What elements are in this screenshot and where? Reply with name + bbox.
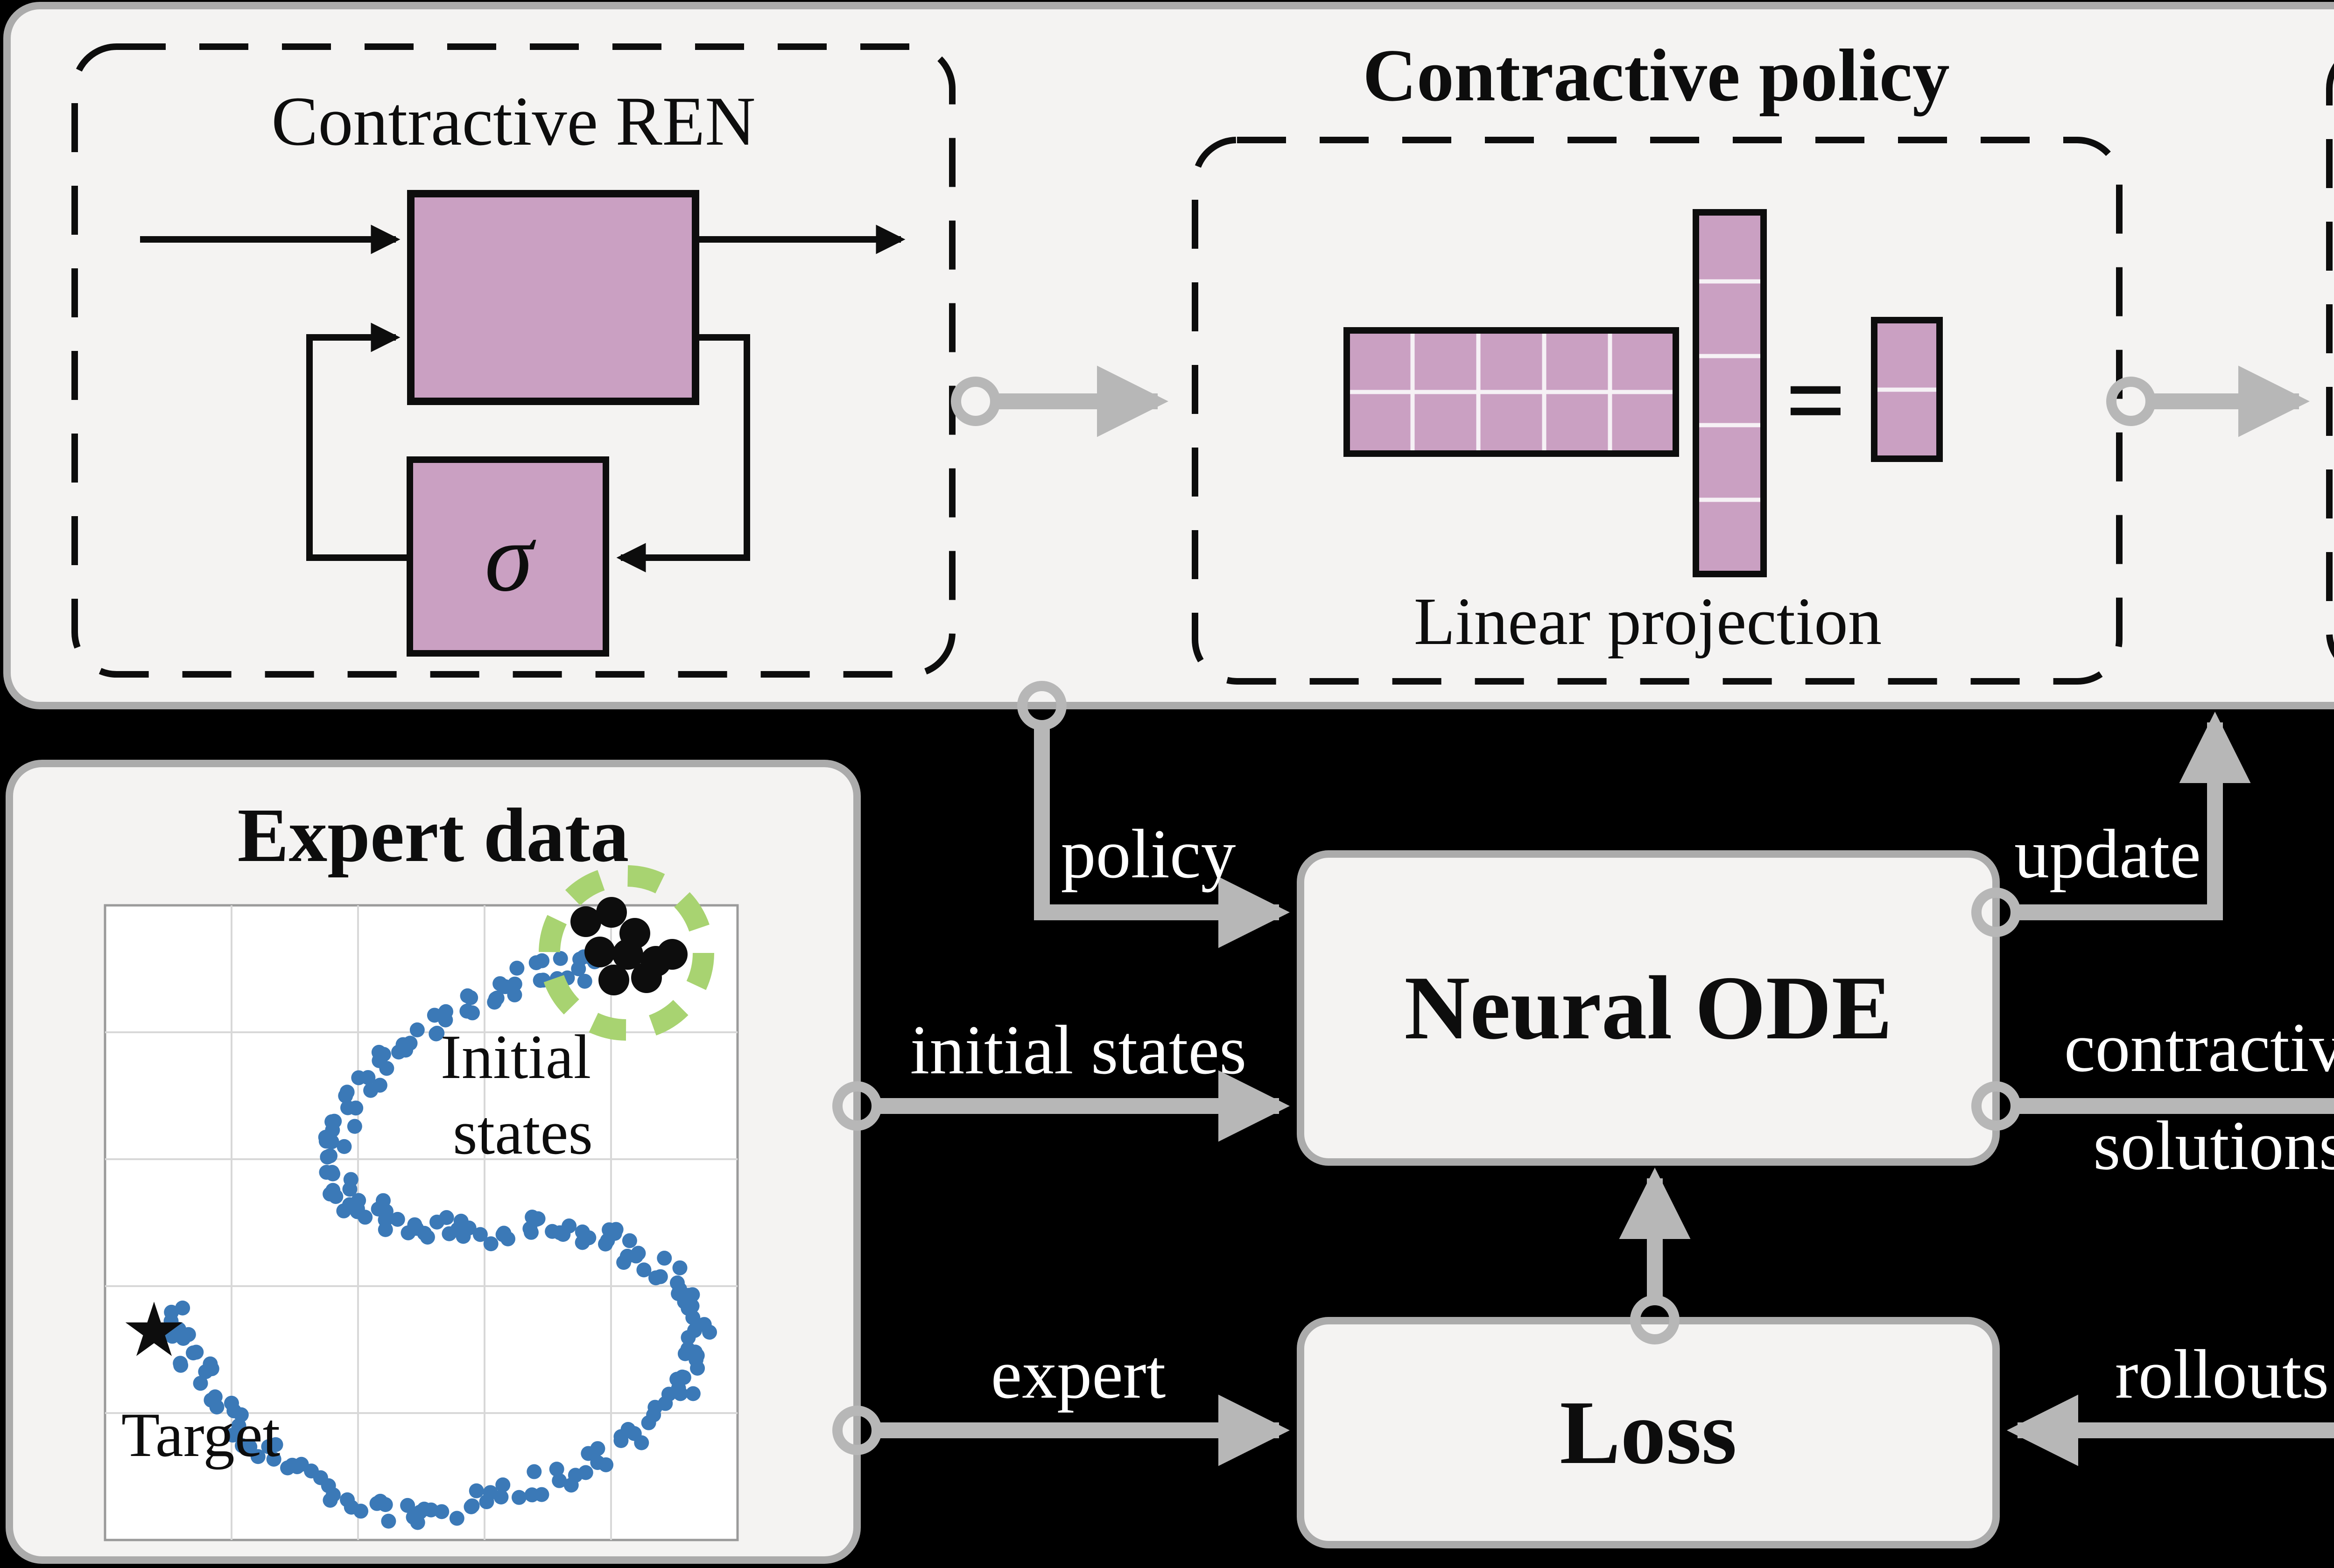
linear-projection-block: = Linear projection — [1192, 137, 2123, 685]
contractive-edge-label-line2: solutions — [2093, 1107, 2334, 1184]
neural-ode-label: Neural ODE — [1404, 958, 1892, 1058]
edge-initial-states: initial states — [832, 1011, 1290, 1142]
edge-policy: policy — [1017, 681, 1290, 948]
result-vector-icon — [1871, 317, 1943, 462]
edge-expert: expert — [832, 1336, 1290, 1466]
expert-initial-label-line1: Initial — [441, 1022, 591, 1092]
expert-data-title: Expert data — [238, 792, 629, 878]
linear-projection-caption: Linear projection — [1414, 584, 1882, 659]
update-arrow — [2016, 712, 2251, 920]
ren-feedback-right — [616, 334, 750, 573]
contractive-edge-label-line1: contractive — [2064, 1009, 2334, 1086]
initial-states-edge-label: initial states — [910, 1011, 1247, 1089]
expert-target-star-icon: ★ — [120, 1289, 187, 1372]
policy-arrow — [1034, 725, 1290, 948]
loss-box — [1297, 1317, 2000, 1548]
expert-target-label: Target — [121, 1400, 280, 1470]
expert-edge-label: expert — [991, 1336, 1166, 1413]
edge-loss-to-ode — [1619, 1168, 1691, 1344]
linear-projection-border — [1192, 137, 2123, 685]
loss-label: Loss — [1560, 1382, 1736, 1483]
expert-scatter-dots — [163, 949, 717, 1530]
edge-ren-to-projection — [951, 365, 1168, 437]
edge-contractive-solutions: contractive solutions — [1971, 1009, 2334, 1184]
expert-data-panel: Expert data Initial states ★ Target — [6, 760, 861, 1564]
ren-feedback-left — [306, 322, 410, 561]
edge-update: update — [1971, 712, 2251, 937]
update-edge-label: update — [2014, 815, 2201, 893]
neural-ode-box — [1297, 850, 2000, 1166]
contractive-policy-title: Contractive policy — [1363, 34, 1950, 117]
expert-initial-label-line2: states — [453, 1098, 593, 1168]
expert-plot-grid — [105, 905, 738, 1540]
tall-vector-icon — [1693, 209, 1767, 577]
policy-edge-label: policy — [1061, 815, 1236, 893]
sigma-label: σ — [485, 504, 536, 612]
expert-initial-states-circle-icon — [539, 865, 714, 1041]
matrix-icon — [1343, 327, 1679, 457]
edge-rollouts: rollouts — [2007, 1336, 2334, 1466]
edge-projection-to-bijection — [2106, 365, 2310, 437]
expert-initial-states-dots — [570, 897, 688, 995]
contractive-ren-title: Contractive REN — [271, 83, 755, 160]
ren-state-box — [407, 190, 699, 405]
contractive-ren-border — [71, 43, 956, 678]
equals-sign: = — [1785, 341, 1846, 460]
contractive-ren-block: Contractive REN σ — [71, 43, 956, 678]
rollouts-edge-label: rollouts — [2115, 1336, 2329, 1413]
ren-sigma-box — [407, 456, 609, 657]
